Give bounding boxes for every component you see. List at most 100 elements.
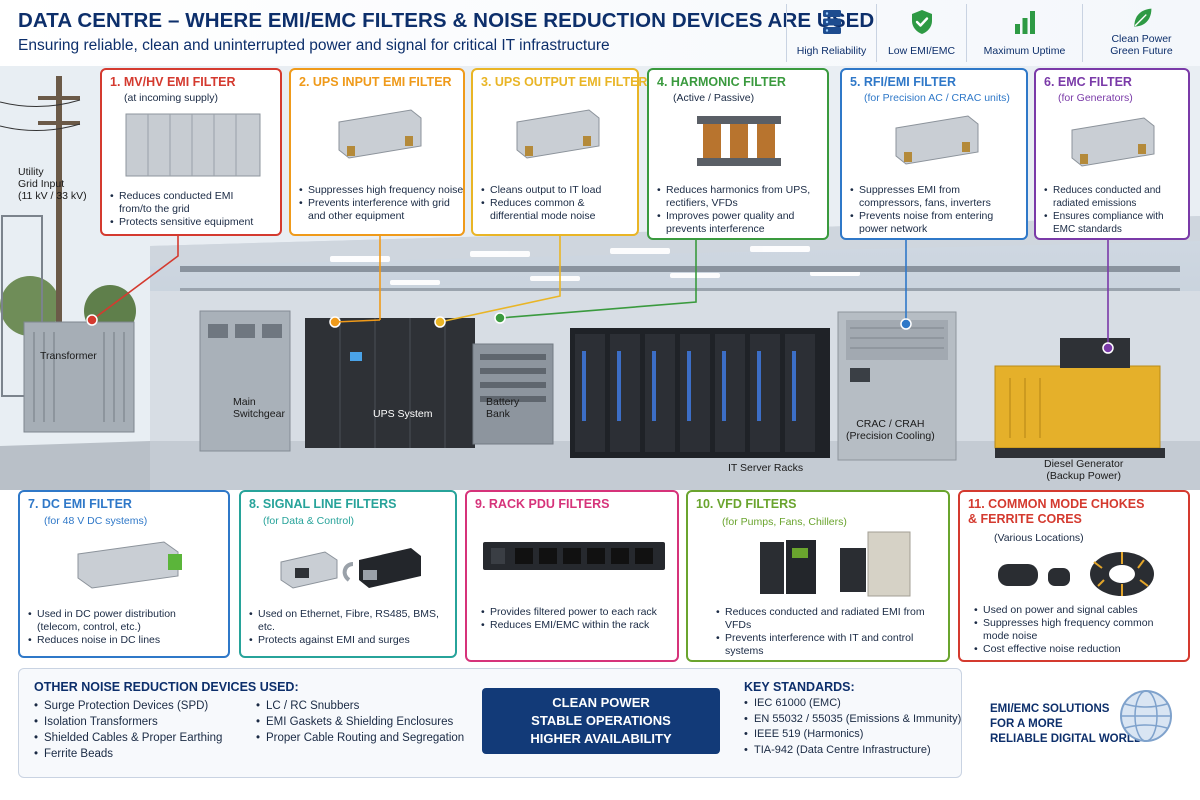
box-title: 2. UPS INPUT EMI FILTER — [299, 75, 452, 89]
badge-max-uptime: Maximum Uptime — [966, 4, 1082, 62]
ferrite-core-icon — [998, 552, 1154, 596]
box-subtitle: (for Precision AC / CRAC units) — [864, 92, 1010, 104]
bullet: Cost effective noise reduction — [974, 643, 1174, 656]
leaf-icon — [1133, 8, 1151, 27]
page-title: DATA CENTRE – WHERE EMI/EMC FILTERS & NO… — [18, 9, 875, 32]
bullet: Improves power quality and prevents inte… — [657, 210, 823, 236]
bullet: Prevents interference with grid and othe… — [299, 197, 457, 223]
mv-filter-cabinet-icon — [125, 113, 261, 177]
box-bullets: Used in DC power distribution (telecom, … — [28, 608, 214, 647]
shield-check-icon — [911, 10, 932, 34]
key-standards-list: IEC 61000 (EMC) EN 55032 / 55035 (Emissi… — [744, 696, 961, 758]
rack-pdu-strip-icon — [483, 542, 665, 570]
bullet: Used on power and signal cables — [974, 604, 1174, 617]
emi-filter-module-icon — [338, 109, 422, 159]
box-bullets: Reduces conducted EMI from/to the grid P… — [110, 190, 260, 229]
box-bullets: Reduces harmonics from UPS, rectifiers, … — [657, 184, 823, 236]
label-ups-system: UPS System — [373, 408, 433, 420]
box-title: 5. RFI/EMI FILTER — [850, 75, 957, 89]
box-title: 11. COMMON MODE CHOKES & FERRITE CORES — [968, 497, 1145, 526]
box-bullets: Reduces conducted and radiated EMI from … — [716, 606, 926, 658]
bullet: Suppresses high frequency noise — [299, 184, 463, 197]
banner-line: CLEAN POWER — [552, 695, 650, 710]
box-title: 6. EMC FILTER — [1044, 75, 1132, 89]
bullet: Prevents noise from entering power netwo… — [850, 210, 1010, 236]
box-subtitle: (for Generators) — [1058, 92, 1133, 104]
dc-emi-filter-icon — [77, 541, 182, 589]
box-bullets: Suppresses high frequency noise Prevents… — [299, 184, 463, 223]
list-item: IEEE 519 (Harmonics) — [744, 727, 961, 743]
label-battery-bank: Battery Bank — [486, 396, 520, 420]
label-diesel-generator: Diesel Generator (Backup Power) — [1044, 458, 1124, 482]
label-transformer: Transformer — [40, 350, 97, 362]
bullet: Prevents interference with IT and contro… — [716, 632, 926, 658]
label-main-switchgear: Main Switchgear — [233, 396, 285, 420]
emc-filter-module-icon — [1071, 117, 1155, 167]
box-title: 8. SIGNAL LINE FILTERS — [249, 497, 397, 511]
harmonic-filter-reactor-icon — [697, 116, 781, 166]
filter-box-rack-pdu: 9. RACK PDU FILTERS Provides filtered po… — [465, 490, 679, 662]
list-item: TIA-942 (Data Centre Infrastructure) — [744, 743, 961, 759]
label-it-server-racks: IT Server Racks — [728, 462, 804, 474]
header: DATA CENTRE – WHERE EMI/EMC FILTERS & NO… — [0, 0, 1200, 66]
filter-box-dc-emi: 7. DC EMI FILTER (for 48 V DC systems) U… — [18, 490, 230, 658]
box-bullets: Suppresses EMI from compressors, fans, i… — [850, 184, 1022, 236]
filter-box-mvhv-emi: 1. MV/HV EMI FILTER (at incoming supply)… — [100, 68, 282, 236]
badge-label: Low EMI/EMC — [887, 45, 956, 57]
list-item: Proper Cable Routing and Segregation — [256, 730, 464, 746]
box-title: 7. DC EMI FILTER — [28, 497, 132, 511]
feature-badges: High Reliability Low EMI/EMC Maximum Upt… — [786, 4, 1200, 62]
box-subtitle: (for Pumps, Fans, Chillers) — [722, 516, 847, 528]
list-item: Shielded Cables & Proper Earthing — [34, 730, 222, 746]
filter-box-ups-input: 2. UPS INPUT EMI FILTER Suppresses high … — [289, 68, 465, 236]
emi-filter-module-icon — [895, 115, 979, 165]
bullet: Protects against EMI and surges — [249, 634, 445, 647]
box-subtitle: (Various Locations) — [994, 532, 1084, 544]
box-bullets: Cleans output to IT load Reduces common … — [481, 184, 633, 223]
bullet: Used in DC power distribution (telecom, … — [28, 608, 214, 634]
badge-label: Maximum Uptime — [983, 45, 1066, 57]
bullet: Protects sensitive equipment — [110, 216, 260, 229]
bullet: Reduces conducted and radiated emissions — [1044, 184, 1184, 210]
box-bullets: Reduces conducted and radiated emissions… — [1044, 184, 1184, 236]
box-subtitle: (for 48 V DC systems) — [44, 515, 148, 527]
signal-line-filter-icon — [280, 548, 421, 589]
other-devices-list-1: Surge Protection Devices (SPD) Isolation… — [34, 698, 222, 762]
bullet: Used on Ethernet, Fibre, RS485, BMS, etc… — [249, 608, 445, 634]
box-bullets: Used on power and signal cables Suppress… — [974, 604, 1174, 656]
box-bullets: Used on Ethernet, Fibre, RS485, BMS, etc… — [249, 608, 445, 647]
box-title: 3. UPS OUTPUT EMI FILTER — [481, 75, 648, 89]
banner-line: HIGHER AVAILABILITY — [530, 731, 672, 746]
bar-chart-icon — [1014, 11, 1035, 34]
badge-clean-power: Clean Power Green Future — [1082, 4, 1200, 62]
bullet: Reduces noise in DC lines — [28, 634, 214, 647]
bullet: Cleans output to IT load — [481, 184, 633, 197]
list-item: LC / RC Snubbers — [256, 698, 464, 714]
list-item: Ferrite Beads — [34, 746, 222, 762]
filter-box-rfi-emi: 5. RFI/EMI FILTER (for Precision AC / CR… — [840, 68, 1028, 240]
label-crac: CRAC / CRAH (Precision Cooling) — [846, 418, 935, 442]
bullet: Reduces EMI/EMC within the rack — [481, 619, 657, 632]
filter-box-signal-line: 8. SIGNAL LINE FILTERS (for Data & Contr… — [239, 490, 457, 658]
list-item: EMI Gaskets & Shielding Enclosures — [256, 714, 464, 730]
badge-label: High Reliability — [796, 45, 867, 57]
bullet: Provides filtered power to each rack — [481, 606, 657, 619]
globe-icon — [1120, 690, 1172, 742]
list-item: IEC 61000 (EMC) — [744, 696, 961, 712]
emi-filter-module-icon — [516, 109, 600, 159]
badge-high-reliability: High Reliability — [786, 4, 876, 62]
box-title: 9. RACK PDU FILTERS — [475, 497, 610, 511]
page-subtitle: Ensuring reliable, clean and uninterrupt… — [18, 37, 610, 54]
box-bullets: Provides filtered power to each rack Red… — [481, 606, 657, 632]
vfd-filter-icon — [760, 531, 911, 597]
server-stack-icon — [822, 10, 841, 34]
bullet: Reduces conducted EMI from/to the grid — [110, 190, 260, 216]
label-utility-grid: Utility Grid Input (11 kV / 33 kV) — [18, 166, 87, 202]
box-subtitle: (for Data & Control) — [263, 515, 355, 527]
bullet: Suppresses EMI from compressors, fans, i… — [850, 184, 1022, 210]
key-standards-heading: KEY STANDARDS: — [744, 680, 855, 694]
filter-box-common-mode-chokes: 11. COMMON MODE CHOKES & FERRITE CORES (… — [958, 490, 1190, 662]
bullet: Reduces common & differential mode noise — [481, 197, 633, 223]
clean-power-banner: CLEAN POWER STABLE OPERATIONS HIGHER AVA… — [482, 688, 720, 754]
badge-label: Clean Power Green Future — [1110, 33, 1173, 57]
